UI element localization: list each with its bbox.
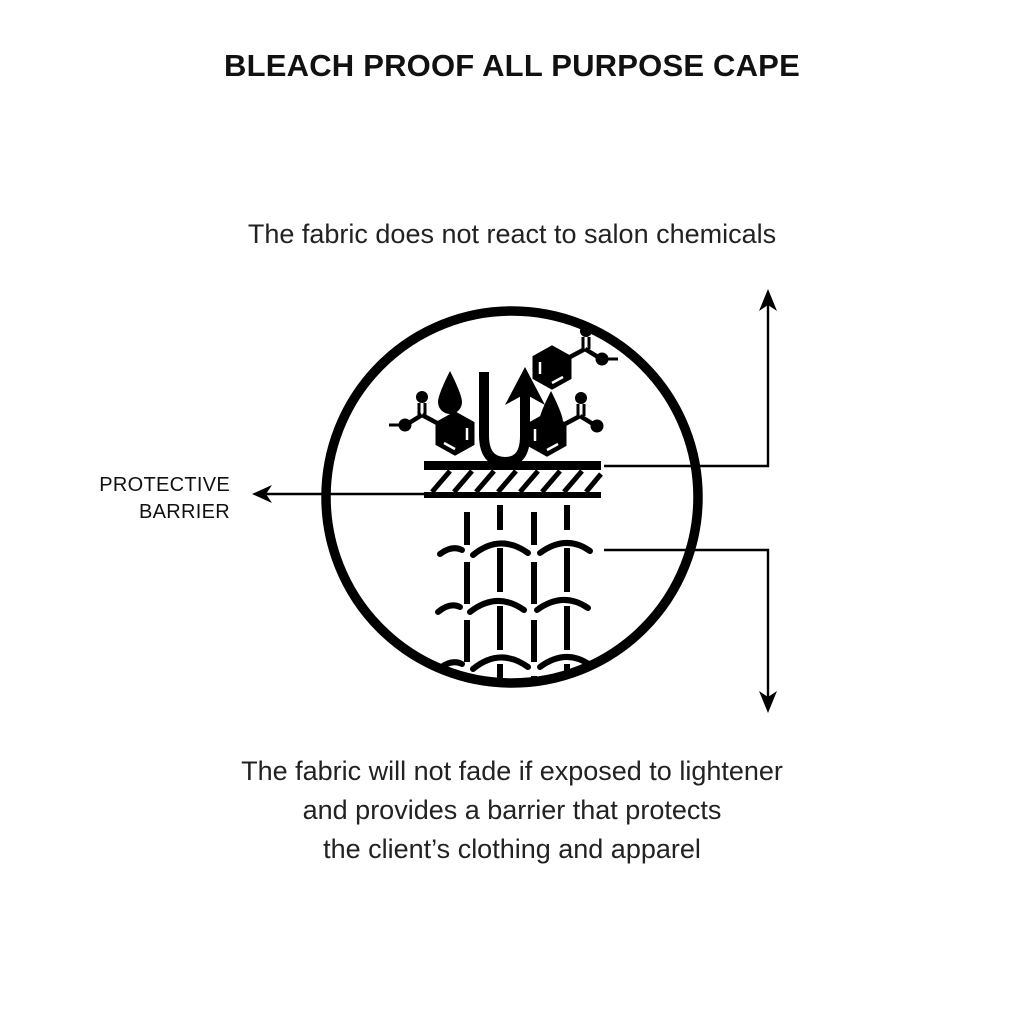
- bounce-arrow-path: [479, 372, 530, 468]
- subtitle-text: The fabric does not react to salon chemi…: [247, 219, 777, 249]
- caption-line-1: The fabric will not fade if exposed to l…: [241, 756, 783, 786]
- molecule-atom-dot: [590, 419, 604, 433]
- molecule-left: [389, 391, 475, 456]
- protective-barrier-label-line-1: PROTECTIVE: [99, 474, 230, 496]
- molecule-bond: [578, 414, 595, 426]
- caption-line-2: and provides a barrier that protects: [302, 795, 722, 825]
- molecule-top-right: [532, 325, 618, 390]
- callout-arrowheads: [252, 289, 777, 713]
- molecule-bond: [420, 413, 439, 425]
- ring-inner-bond: [551, 375, 564, 385]
- caption-text: The fabric will not fade if exposed to l…: [0, 752, 1024, 869]
- molecule-bottom-right: [527, 392, 604, 457]
- protective-barrier-label-line-2: BARRIER: [138, 501, 230, 523]
- callout-leader-lines: [258, 298, 770, 704]
- molecule-atom-dot: [416, 391, 428, 403]
- repelled-chemical-arrow: [479, 367, 545, 468]
- molecule-bond: [407, 413, 424, 425]
- bounce-arrowhead-icon: [505, 367, 545, 405]
- ring-inner-bond: [443, 441, 456, 451]
- woven-fabric-layer: [435, 505, 593, 679]
- barrier-bottom-bar: [424, 492, 601, 498]
- protective-barrier-layer: [424, 461, 603, 498]
- left-arrowhead-icon: [252, 485, 272, 503]
- molecule-atom-dot: [595, 352, 609, 366]
- barrier-top-leader-line: [604, 298, 770, 468]
- molecule-atom-dot: [398, 418, 412, 432]
- barrier-hatching: [430, 469, 603, 494]
- fabric-bottom-leader-line: [604, 548, 770, 704]
- down-arrowhead-icon: [759, 691, 777, 713]
- caption-line-3: the client’s clothing and apparel: [323, 834, 701, 864]
- up-arrowhead-icon: [759, 289, 777, 311]
- fabric-weft-arcs: [435, 540, 593, 672]
- illustration-circle-outline: [321, 306, 703, 688]
- molecule-atom-dot: [575, 392, 587, 404]
- protective-barrier-label: PROTECTIVE BARRIER: [30, 472, 230, 526]
- fabric-warp-threads: [464, 505, 570, 679]
- ring-inner-bond: [546, 442, 559, 452]
- molecule-bond: [568, 347, 587, 359]
- molecule-bond: [583, 347, 600, 359]
- droplet-icon-left: [438, 371, 462, 414]
- page-title: BLEACH PROOF ALL PURPOSE CAPE: [224, 48, 800, 83]
- molecule-bond: [563, 414, 582, 426]
